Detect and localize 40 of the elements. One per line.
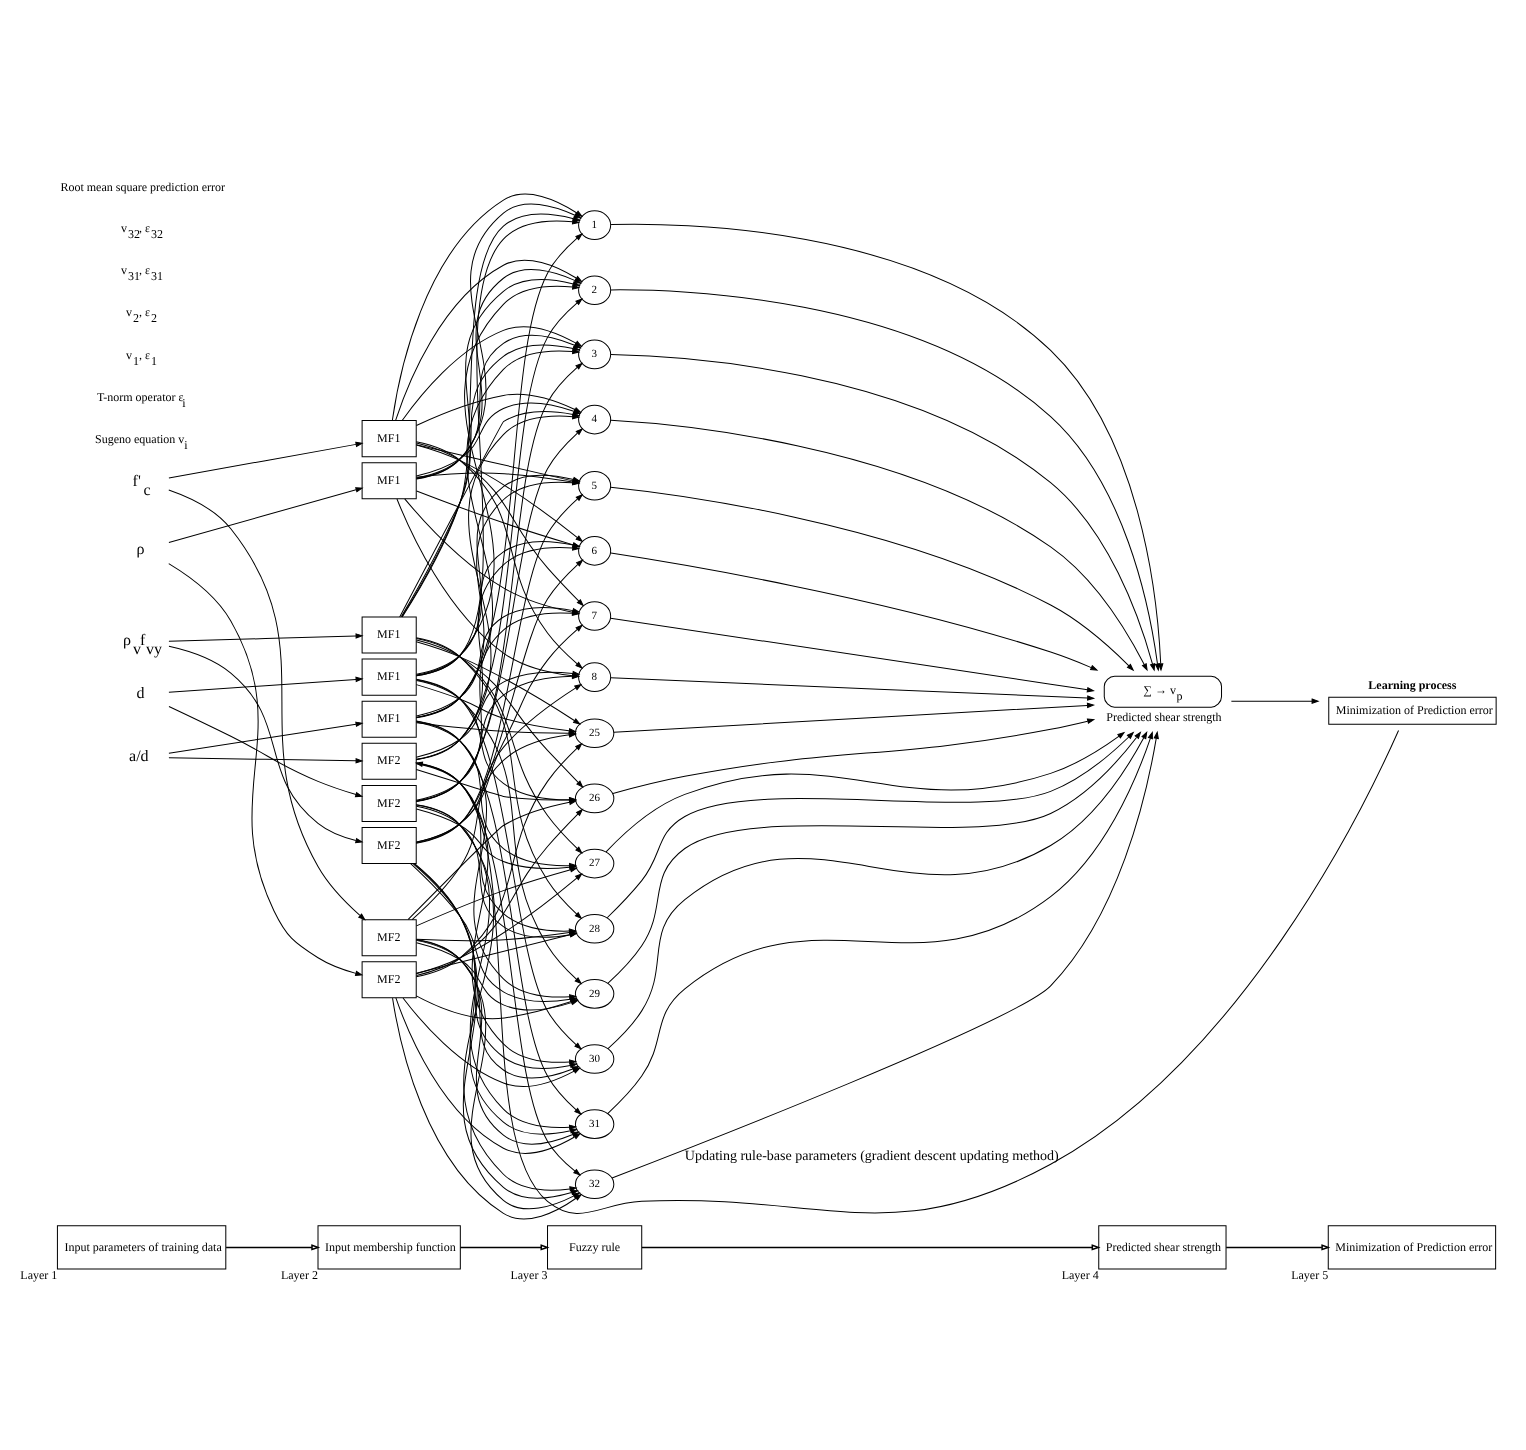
arrow — [168, 756, 363, 763]
arrow — [168, 632, 363, 641]
arrow — [415, 931, 577, 973]
arrow — [1230, 697, 1319, 703]
arrow — [168, 675, 363, 692]
arrow — [610, 676, 1095, 700]
arrow — [168, 720, 363, 753]
arrow — [613, 701, 1094, 732]
arrow — [168, 562, 363, 975]
node-text: ρ — [136, 538, 145, 557]
arrow — [168, 488, 366, 920]
arrow — [416, 489, 580, 547]
arrow — [415, 683, 582, 842]
arrow — [610, 288, 1161, 670]
arrow — [415, 678, 582, 984]
arrow — [612, 717, 1095, 793]
arrow — [606, 731, 1134, 918]
arrow — [610, 485, 1134, 670]
arrow — [168, 440, 363, 478]
node-text: d — [136, 682, 145, 701]
arrow — [607, 730, 1141, 983]
arrow — [168, 644, 363, 843]
arrow — [459, 1243, 550, 1250]
arrow — [610, 616, 1094, 692]
node-text: a/d — [129, 746, 149, 765]
arrow — [415, 742, 583, 977]
arrow — [607, 731, 1153, 1114]
arrow — [610, 418, 1148, 670]
arrow — [225, 1243, 321, 1250]
arrow — [610, 551, 1098, 670]
arrow — [610, 222, 1164, 670]
arrow — [607, 730, 1148, 1049]
arrow — [416, 808, 583, 975]
arrow — [611, 730, 1159, 1178]
arrow — [605, 731, 1125, 852]
arrow — [415, 872, 583, 974]
arrow — [168, 486, 363, 542]
arrow — [1225, 1243, 1331, 1250]
arrow — [168, 705, 363, 797]
arrow — [610, 353, 1156, 670]
